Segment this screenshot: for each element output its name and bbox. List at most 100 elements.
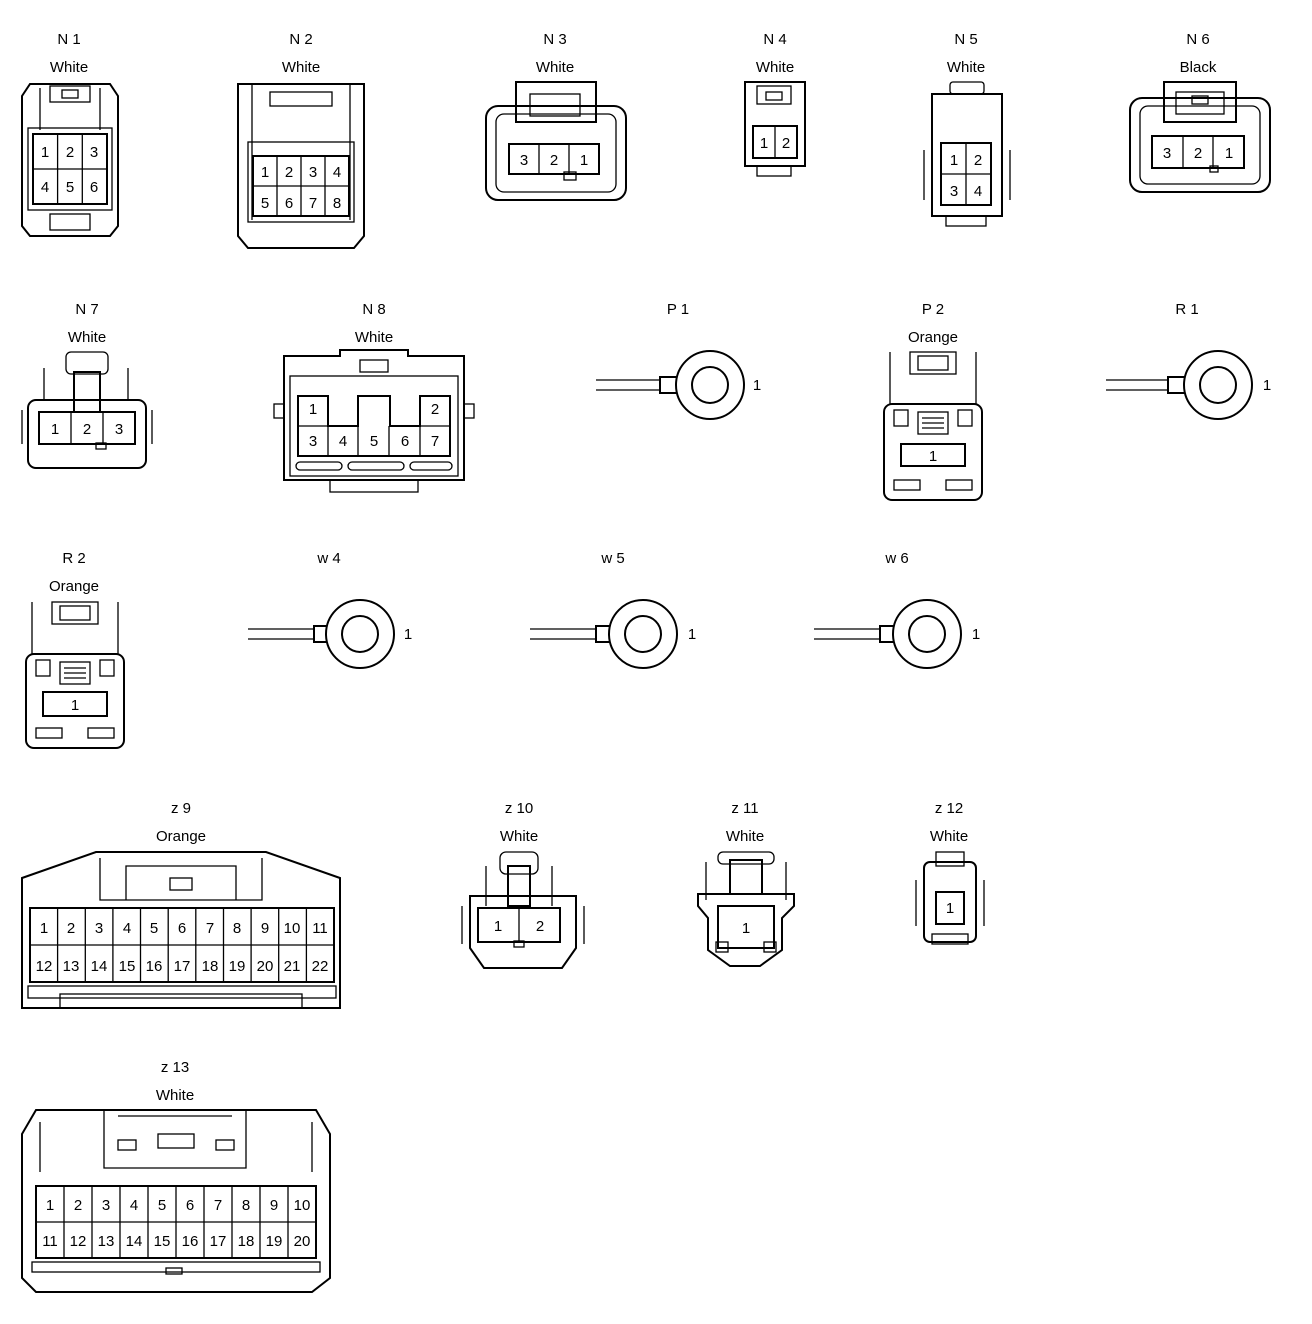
pin-label: 6 — [285, 195, 293, 212]
pin-label: 3 — [309, 164, 317, 181]
connector-n4-color: White — [756, 59, 794, 76]
pin-label: 16 — [182, 1233, 199, 1250]
connector-z13-color: White — [156, 1087, 194, 1104]
connector-r1-id: R 1 — [1175, 301, 1198, 318]
connector-n3: N 3 White 3 2 1 — [485, 31, 627, 201]
connector-z12: z 12 White 1 — [915, 800, 985, 945]
connector-n6-color: Black — [1180, 59, 1217, 76]
pin-label: 7 — [309, 195, 317, 212]
pin-label: 1 — [580, 152, 588, 169]
connector-n6: N 6 Black 3 2 1 — [1129, 31, 1271, 193]
pin-label: 4 — [974, 183, 982, 200]
connector-p2: P 2 Orange 1 — [883, 301, 983, 501]
connector-n1-color: White — [50, 59, 88, 76]
pin-label: 1 — [71, 697, 79, 714]
connector-z9-color: Orange — [156, 828, 206, 845]
pin-label: 1 — [760, 135, 768, 152]
connector-r1: R 1 1 — [1106, 301, 1271, 420]
pin-label: 9 — [270, 1197, 278, 1214]
pin-label: 4 — [333, 164, 341, 181]
pin-label: 2 — [74, 1197, 82, 1214]
connector-z9: z 9 Orange 1 2 3 4 5 6 7 8 9 10 — [21, 800, 341, 1009]
pin-label: 2 — [974, 152, 982, 169]
pin-label: 6 — [186, 1197, 194, 1214]
pin-label: 5 — [370, 433, 378, 450]
connector-p1-id: P 1 — [667, 301, 689, 318]
connector-n8: N 8 White 1 2 3 4 5 6 7 — [273, 301, 475, 493]
connector-z10-id: z 10 — [505, 800, 533, 817]
pin-label: 2 — [83, 421, 91, 438]
pin-label: 2 — [66, 144, 74, 161]
pin-label: 7 — [431, 433, 439, 450]
pin-label: 15 — [119, 958, 136, 975]
pin-label: 13 — [63, 958, 80, 975]
pin-label: 3 — [115, 421, 123, 438]
pin-label: 4 — [41, 179, 49, 196]
pin-label: 1 — [41, 144, 49, 161]
pin-label: 3 — [90, 144, 98, 161]
pin-label: 16 — [146, 958, 163, 975]
pin-label: 15 — [154, 1233, 171, 1250]
connector-p1: P 1 1 — [596, 301, 761, 420]
pin-label: 11 — [42, 1233, 58, 1250]
connector-w6: w 6 1 — [814, 550, 980, 669]
pin-label: 14 — [91, 958, 108, 975]
pin-label: 4 — [130, 1197, 138, 1214]
pin-label: 1 — [946, 900, 954, 917]
pin-label: 1 — [1263, 377, 1271, 394]
connector-n8-id: N 8 — [362, 301, 385, 318]
pin-label: 1 — [688, 626, 696, 643]
connector-n3-id: N 3 — [543, 31, 566, 48]
pin-label: 2 — [285, 164, 293, 181]
pin-label: 5 — [158, 1197, 166, 1214]
z13-pin-grid — [36, 1186, 316, 1258]
pin-label: 8 — [242, 1197, 250, 1214]
connector-p2-id: P 2 — [922, 301, 944, 318]
pin-label: 10 — [284, 920, 301, 937]
pin-label: 1 — [261, 164, 269, 181]
pin-label: 1 — [404, 626, 412, 643]
connector-n7-id: N 7 — [75, 301, 98, 318]
pin-label: 7 — [214, 1197, 222, 1214]
pin-label: 3 — [1163, 145, 1171, 162]
connector-z9-id: z 9 — [171, 800, 191, 817]
z9-pin-grid — [30, 908, 334, 982]
connector-n2-color: White — [282, 59, 320, 76]
pin-label: 1 — [742, 920, 750, 937]
pin-label: 19 — [229, 958, 246, 975]
connector-z11: z 11 White 1 — [697, 800, 795, 967]
pin-label: 19 — [266, 1233, 283, 1250]
pin-label: 2 — [536, 918, 544, 935]
connector-w5: w 5 1 — [530, 550, 696, 669]
pin-label: 6 — [401, 433, 409, 450]
connector-n3-color: White — [536, 59, 574, 76]
pin-label: 22 — [312, 958, 329, 975]
connector-r2: R 2 Orange 1 — [25, 550, 125, 749]
connector-w4: w 4 1 — [248, 550, 412, 669]
connector-n2: N 2 White 1 2 3 4 5 6 7 8 — [237, 31, 365, 249]
pin-label: 9 — [261, 920, 269, 937]
connector-n1-id: N 1 — [57, 31, 80, 48]
connector-n1: N 1 White 1 2 3 4 5 6 — [21, 31, 119, 237]
connector-n7-color: White — [68, 329, 106, 346]
pin-label: 12 — [36, 958, 53, 975]
connector-z11-id: z 11 — [731, 800, 758, 817]
pin-label: 13 — [98, 1233, 115, 1250]
connector-n5: N 5 White 1 2 3 4 — [923, 31, 1011, 227]
connector-z12-color: White — [930, 828, 968, 845]
pin-label: 2 — [1194, 145, 1202, 162]
pin-label: 17 — [174, 958, 191, 975]
pin-label: 2 — [431, 401, 439, 418]
connector-z13: z 13 White 1 2 3 4 5 6 7 8 9 10 — [21, 1059, 331, 1293]
pin-label: 3 — [950, 183, 958, 200]
pin-label: 3 — [520, 152, 528, 169]
pin-label: 1 — [1225, 145, 1233, 162]
pin-label: 12 — [70, 1233, 87, 1250]
pin-label: 2 — [550, 152, 558, 169]
connector-n7: N 7 White 1 2 3 — [21, 301, 153, 469]
connector-n5-id: N 5 — [954, 31, 977, 48]
pin-label: 8 — [233, 920, 241, 937]
connector-w5-id: w 5 — [600, 550, 624, 567]
pin-label: 5 — [66, 179, 74, 196]
connector-n8-color: White — [355, 329, 393, 346]
